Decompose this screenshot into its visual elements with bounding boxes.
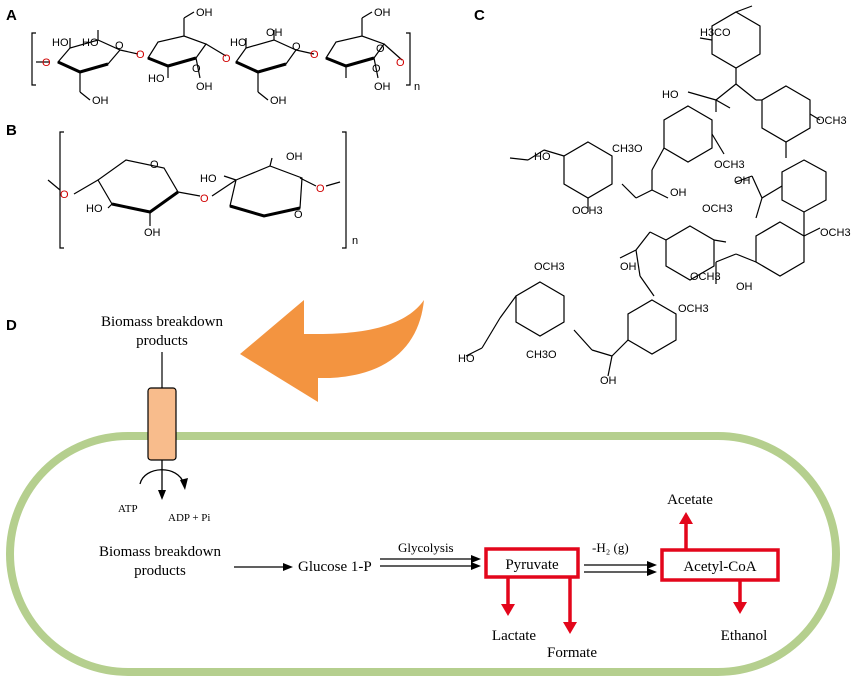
xylan-label-3: HO <box>200 173 217 185</box>
cellulose-structure <box>31 11 411 101</box>
cellulose-o-1: O <box>42 57 51 69</box>
lignin-label-2: HO <box>662 89 679 101</box>
cellulose-oh-6: OH <box>196 7 213 19</box>
cellulose-oh-8: OH <box>266 27 283 39</box>
cellulose-oh-1: HO <box>52 37 69 49</box>
lignin-ring-9 <box>515 281 565 337</box>
cellulose-oh-4: HO <box>148 73 165 85</box>
cellulose-o-5: O <box>222 53 231 65</box>
xylan-o-5: O <box>316 183 325 195</box>
cellulose-o-3: O <box>136 49 145 61</box>
formate-label: Formate <box>547 645 597 661</box>
cellulose-o-2: O <box>115 40 124 52</box>
lignin-label-18: CH3O <box>526 349 557 361</box>
big-curved-arrow <box>240 300 424 402</box>
lignin-label-17: HO <box>458 353 475 365</box>
cellulose-o-4: O <box>192 63 201 75</box>
xylan-o-4: O <box>294 209 303 221</box>
lignin-label-19: OH <box>600 375 617 387</box>
cellulose-o-8: O <box>372 63 381 75</box>
lignin-label-3: OCH3 <box>816 115 847 127</box>
input-label-line-2: products <box>134 563 186 579</box>
atp-label: ATP <box>118 503 138 515</box>
adp-pi-label: ADP + Pi <box>168 512 210 524</box>
acetate-label: Acetate <box>667 492 713 508</box>
xylan-o-1: O <box>60 189 69 201</box>
lignin-structure <box>465 5 827 377</box>
lignin-label-12: OH <box>620 261 637 273</box>
cellulose-oh-10: OH <box>374 81 391 93</box>
lignin-ring-1 <box>711 11 761 69</box>
pyruvate-box <box>484 547 580 579</box>
lignin-label-15: OCH3 <box>534 261 565 273</box>
cellulose-oh-2: HO <box>82 37 99 49</box>
input-label-line-1: Biomass breakdown <box>99 544 222 560</box>
lignin-ring-3 <box>663 105 713 163</box>
atp-hydrolysis-arc <box>139 469 185 485</box>
xylan-structure <box>47 131 347 249</box>
xylan-label-4: OH <box>286 151 303 163</box>
cellulose-o-6: O <box>292 41 301 53</box>
lignin-label-9: OH <box>734 175 751 187</box>
xylan-o-3: O <box>200 193 209 205</box>
lignin-ring-5 <box>781 159 827 213</box>
cellulose-oh-3: OH <box>92 95 109 107</box>
xylan-label-2: OH <box>144 227 161 239</box>
cellulose-oh-7: HO <box>230 37 247 49</box>
cellulose-o-9: O <box>376 43 385 55</box>
cellulose-oh-5: OH <box>196 81 213 93</box>
acetyl-coa-box <box>660 548 780 582</box>
lignin-label-16: OCH3 <box>678 303 709 315</box>
cellulose-right-bracket <box>406 32 411 86</box>
glycolysis-label: Glycolysis <box>398 540 454 555</box>
cellulose-oh-11: OH <box>374 7 391 19</box>
pyruvate-label: Pyruvate <box>505 557 559 573</box>
xylan-n: n <box>352 235 358 247</box>
ethanol-label: Ethanol <box>721 628 768 644</box>
cellulose-oh-9: OH <box>270 95 287 107</box>
h2-label: -H₂ (g) <box>592 540 629 555</box>
panel-label-d: D <box>6 317 17 334</box>
cellulose-left-bracket <box>31 32 36 86</box>
lignin-label-5: CH3O <box>612 143 643 155</box>
lignin-ring-8 <box>627 299 677 355</box>
lignin-label-7: OCH3 <box>714 159 745 171</box>
lignin-label-13: OH <box>736 281 753 293</box>
lignin-ring-2 <box>761 85 811 143</box>
panel-label-b: B <box>6 122 17 139</box>
xylan-right-bracket <box>342 131 347 249</box>
transporter-label-line-2: products <box>136 333 188 349</box>
lignin-ring-4 <box>563 141 613 199</box>
lignin-label-10: OCH3 <box>820 227 851 239</box>
cellulose-o-10: O <box>396 57 405 69</box>
lactate-label: Lactate <box>492 628 536 644</box>
lignin-label-14: OCH3 <box>690 271 721 283</box>
cellulose-o-7: O <box>310 49 319 61</box>
lignin-label-8: OCH3 <box>572 205 603 217</box>
lignin-label-6: OH <box>670 187 687 199</box>
acetyl-coa-label: Acetyl-CoA <box>683 559 756 575</box>
lignin-ring-6 <box>755 221 805 277</box>
xylan-o-2: O <box>150 159 159 171</box>
lignin-label-4: HO <box>534 151 551 163</box>
transporter-label-line-1: Biomass breakdown <box>101 314 224 330</box>
cell-membrane <box>6 432 840 676</box>
panel-label-a: A <box>6 7 17 24</box>
membrane-transporter <box>147 387 177 461</box>
lignin-label-1: H3CO <box>700 27 731 39</box>
glucose-label: Glucose 1-P <box>298 559 372 575</box>
panel-label-c: C <box>474 7 485 24</box>
xylan-label-1: HO <box>86 203 103 215</box>
cellulose-n: n <box>414 81 420 93</box>
lignin-label-11: OCH3 <box>702 203 733 215</box>
